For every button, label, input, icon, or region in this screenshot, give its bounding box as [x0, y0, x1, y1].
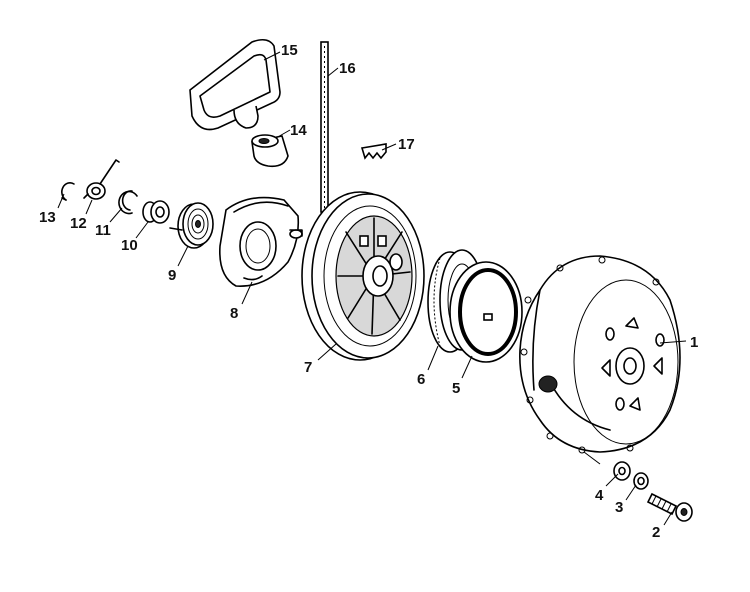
callout-12: 12: [70, 215, 87, 232]
callout-7: 7: [304, 359, 312, 376]
callout-6: 6: [417, 371, 425, 388]
callout-13: 13: [39, 209, 56, 226]
callout-4: 4: [595, 487, 604, 504]
callout-15: 15: [281, 42, 298, 59]
callout-11: 11: [95, 222, 111, 239]
callout-3: 3: [615, 499, 623, 516]
callout-9: 9: [168, 267, 176, 284]
part-9-spring-cassette: [169, 202, 214, 249]
part-13-circlip: [61, 182, 75, 201]
callout-2: 2: [652, 524, 660, 541]
callout-1: 1: [690, 334, 698, 351]
callout-10: 10: [121, 237, 138, 254]
part-4-washer: [613, 461, 631, 481]
part-8-spring-housing: [219, 196, 303, 287]
callout-5: 5: [452, 380, 460, 397]
callout-17: 17: [398, 136, 415, 153]
callout-labels: 1 2 3 4 5 6 7 8 9 10 11 12 13 14 15 16 1…: [39, 42, 698, 541]
part-15-handle-grip: [189, 38, 281, 131]
part-17-pawl: [360, 143, 387, 160]
part-12-spring-clip: [83, 159, 120, 200]
leader-lines: [57, 51, 687, 526]
part-7-rope-pulley: [301, 191, 425, 361]
callout-16: 16: [339, 60, 356, 77]
part-10-washer: [142, 200, 170, 224]
part-2-bolt: [646, 492, 693, 522]
part-5-friction-ring: [449, 261, 523, 363]
part-14-handle-insert: [251, 134, 289, 168]
callout-8: 8: [230, 305, 238, 322]
part-1-starter-housing: [519, 255, 681, 454]
callout-14: 14: [290, 122, 307, 139]
part-11-retaining-ring: [118, 190, 138, 215]
part-16-starter-rope: [320, 41, 329, 213]
part-3-lock-washer: [633, 472, 649, 490]
